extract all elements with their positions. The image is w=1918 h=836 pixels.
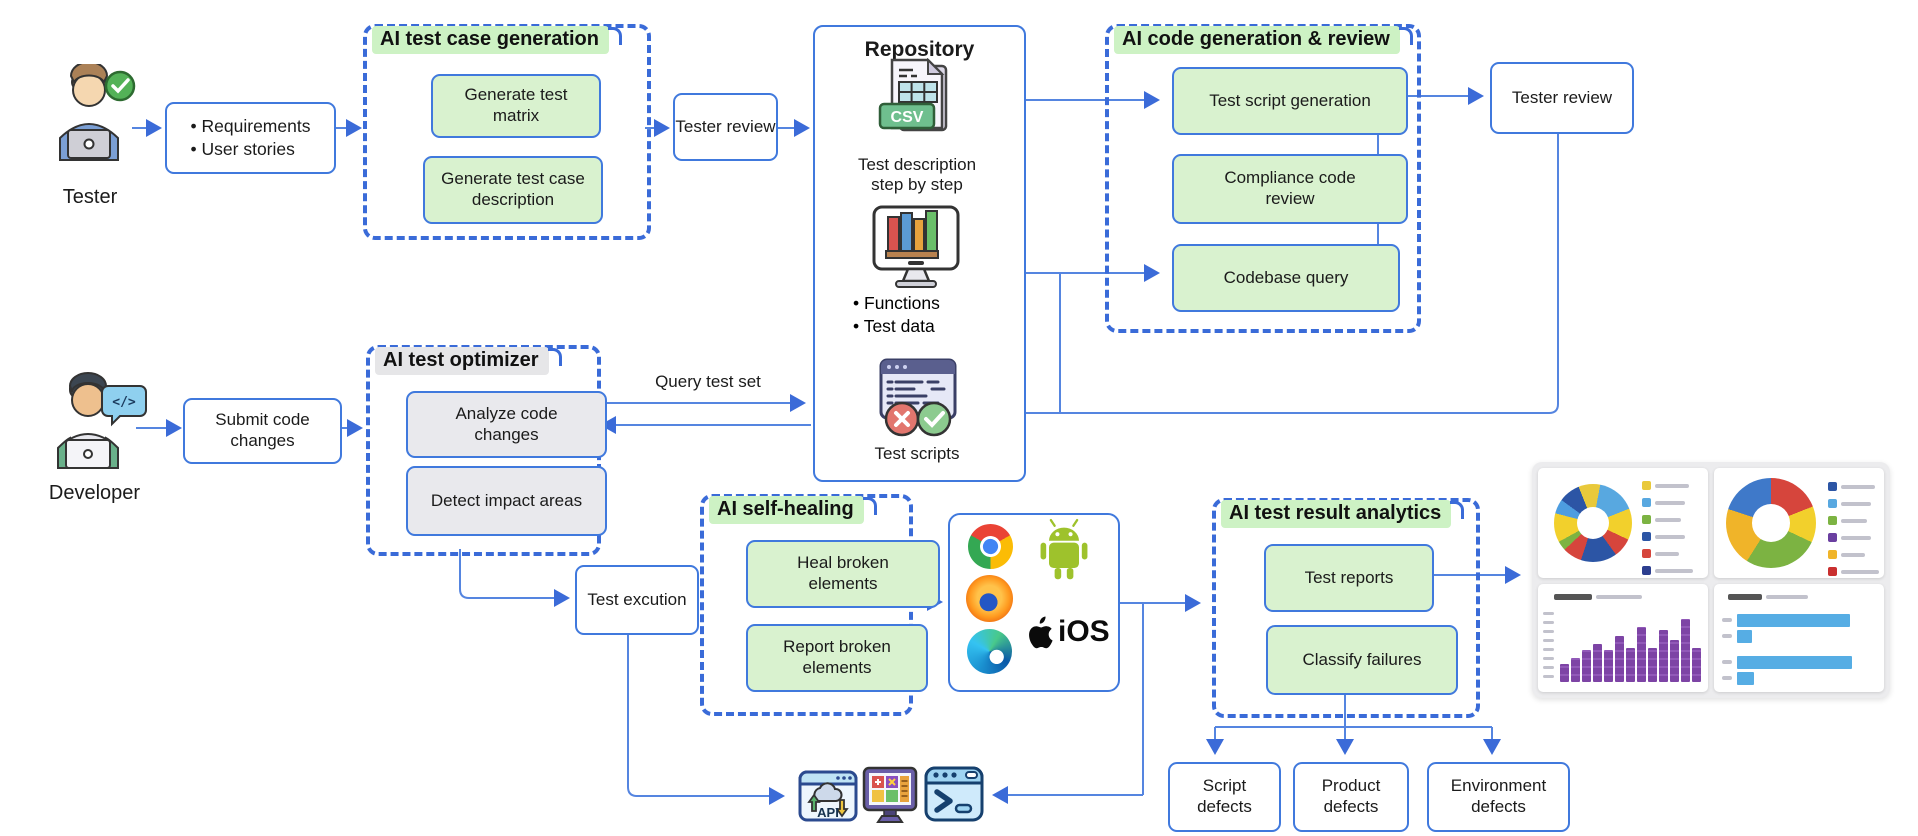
test-script-generation-node: Test script generation — [1172, 67, 1408, 135]
group-test-optimizer: AI test optimizer Analyze code changes D… — [366, 345, 607, 556]
bar-chart-axis — [1543, 612, 1554, 678]
group-title-code-generation-review: AI code generation & review — [1114, 26, 1413, 54]
csv-caption: Test description step by step — [857, 155, 977, 195]
edge-icon — [967, 629, 1012, 674]
tester-label: Tester — [62, 186, 118, 208]
test-reports-node: Test reports — [1264, 544, 1434, 612]
requirements-node: Requirements User stories — [165, 102, 336, 174]
check-badge-icon — [104, 70, 136, 102]
report-broken-elements-node: Report broken elements — [746, 624, 928, 692]
submit-code-changes-node: Submit code changes — [183, 398, 342, 464]
script-defects-node: Script defects — [1168, 762, 1281, 832]
tester-review-right-node: Tester review — [1490, 62, 1634, 134]
donut-chart-2 — [1726, 478, 1816, 568]
svg-text:</>: </> — [112, 395, 136, 410]
hbar-chart-card — [1714, 584, 1884, 692]
tester-review-left-node: Tester review — [673, 93, 778, 161]
horizontal-bar-chart — [1722, 612, 1878, 686]
requirements-item: Requirements — [191, 116, 311, 137]
code-bubble-icon: </> — [101, 385, 147, 427]
donut-chart-card-1 — [1538, 468, 1708, 578]
dashboard-panel — [1532, 462, 1890, 698]
heal-broken-elements-node: Heal broken elements — [746, 540, 940, 608]
detect-impact-areas-node: Detect impact areas — [406, 466, 607, 536]
group-title-test-case-generation: AI test case generation — [372, 26, 622, 54]
user-stories-item: User stories — [191, 139, 295, 160]
donut-legend-2 — [1828, 482, 1879, 576]
product-defects-node: Product defects — [1293, 762, 1409, 832]
ios-label: iOS — [1058, 615, 1110, 648]
bar-chart-card — [1538, 584, 1708, 692]
android-icon — [1034, 517, 1094, 587]
classify-failures-node: Classify failures — [1266, 625, 1458, 695]
developer-avatar: </> — [44, 372, 148, 484]
csv-file-icon: CSV — [866, 57, 966, 152]
group-title-test-optimizer: AI test optimizer — [375, 347, 562, 375]
api-icon: API — [798, 768, 858, 826]
api-label: API — [817, 805, 839, 820]
test-scripts-icon — [872, 358, 964, 440]
vertical-bar-chart — [1560, 616, 1702, 682]
firefox-icon — [966, 575, 1013, 622]
test-scripts-caption: Test scripts — [874, 444, 960, 463]
donut-chart-1 — [1554, 484, 1632, 562]
test-execution-node: Test excution — [575, 565, 699, 635]
terminal-icon — [924, 764, 984, 824]
donut-chart-card-2 — [1714, 468, 1884, 578]
tester-avatar — [44, 61, 140, 176]
group-title-result-analytics: AI test result analytics — [1221, 500, 1465, 528]
repository-title: Repository — [864, 38, 975, 61]
books-monitor-icon — [866, 201, 966, 293]
generate-test-case-description-node: Generate test case description — [423, 156, 603, 224]
generate-test-matrix-node: Generate test matrix — [431, 74, 601, 138]
apple-ios-icon: iOS — [1024, 614, 1110, 650]
repository-function-list: Functions Test data — [853, 293, 993, 337]
functions-item: Functions — [853, 293, 940, 314]
csv-badge-label: CSV — [891, 109, 924, 126]
test-data-item: Test data — [853, 316, 935, 337]
group-self-healing: AI self-healing Heal broken elements Rep… — [700, 494, 940, 716]
environment-defects-node: Environment defects — [1427, 762, 1570, 832]
query-test-set-label: Query test set — [655, 372, 761, 391]
dashboard-monitor-icon — [862, 766, 918, 826]
developer-label: Developer — [48, 482, 141, 504]
compliance-code-review-node: Compliance code review — [1172, 154, 1408, 224]
group-result-analytics: AI test result analytics Test reports Cl… — [1212, 498, 1480, 718]
group-code-generation-review: AI code generation & review Test script … — [1105, 24, 1421, 333]
codebase-query-node: Codebase query — [1172, 244, 1400, 312]
donut-legend-1 — [1642, 481, 1693, 575]
group-title-self-healing: AI self-healing — [709, 496, 877, 524]
analyze-code-changes-node: Analyze code changes — [406, 391, 607, 458]
group-test-case-generation: AI test case generation Generate test ma… — [363, 24, 651, 240]
